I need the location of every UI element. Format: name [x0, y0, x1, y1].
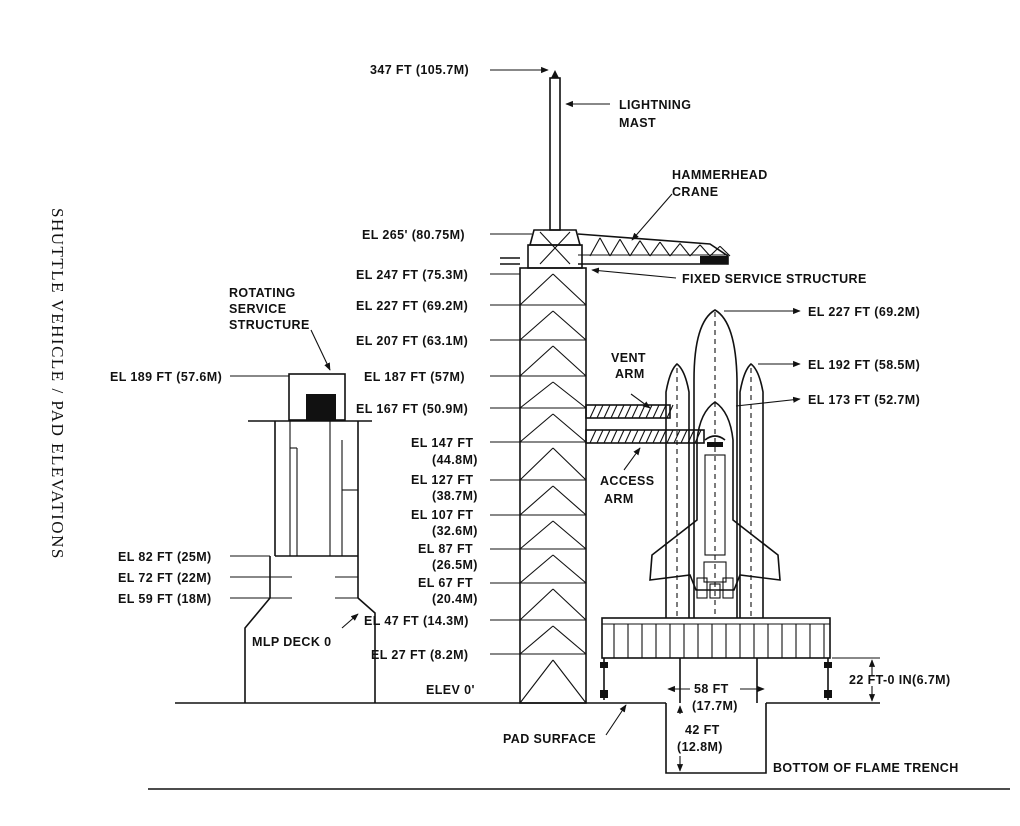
labels: 347 FT (105.7M) LIGHTNING MAST HAMMERHEA… [110, 63, 959, 775]
label-access-1: ACCESS [600, 474, 655, 488]
label-el-147-b: (44.8M) [432, 453, 478, 467]
label-el-189: EL 189 FT (57.6M) [110, 370, 222, 384]
label-el-187: EL 187 FT (57M) [364, 370, 465, 384]
label-fixed-service: FIXED SERVICE STRUCTURE [682, 272, 867, 286]
lightning-mast [527, 70, 583, 269]
label-el-265: EL 265' (80.75M) [362, 228, 465, 242]
access-arm [585, 429, 705, 444]
label-trench-width-2: (17.7M) [692, 699, 738, 713]
label-mast-top: 347 FT (105.7M) [370, 63, 469, 77]
leader-lines [230, 66, 880, 772]
label-el-59: EL 59 FT (18M) [118, 592, 212, 606]
label-vent-2: ARM [615, 367, 645, 381]
label-vent-1: VENT [611, 351, 646, 365]
label-el-27: EL 27 FT (8.2M) [371, 648, 468, 662]
vent-arm [585, 404, 674, 419]
label-el-72: EL 72 FT (22M) [118, 571, 212, 585]
label-vehicle-227: EL 227 FT (69.2M) [808, 305, 920, 319]
label-trench-bottom: BOTTOM OF FLAME TRENCH [773, 761, 959, 775]
label-trench-depth-1: 42 FT [685, 723, 720, 737]
label-trench-depth-2: (12.8M) [677, 740, 723, 754]
label-el-127-a: EL 127 FT [411, 473, 473, 487]
label-el-47: EL 47 FT (14.3M) [364, 614, 469, 628]
label-el-87-a: EL 87 FT [418, 542, 473, 556]
label-lightning-mast-1: LIGHTNING [619, 98, 691, 112]
label-elev-0: ELEV 0' [426, 683, 475, 697]
pad-surface-line [148, 702, 1010, 790]
label-el-247: EL 247 FT (75.3M) [356, 268, 468, 282]
label-trench-width-1: 58 FT [694, 682, 729, 696]
label-access-2: ARM [604, 492, 634, 506]
label-rss-3: STRUCTURE [229, 318, 310, 332]
label-vehicle-192: EL 192 FT (58.5M) [808, 358, 920, 372]
label-el-67-b: (20.4M) [432, 592, 478, 606]
hammerhead-crane [500, 233, 731, 265]
label-mlp-deck: MLP DECK 0 [252, 635, 331, 649]
page-title: SHUTTLE VEHICLE / PAD ELEVATIONS [48, 208, 67, 560]
label-hammerhead-1: HAMMERHEAD [672, 168, 768, 182]
shuttle-vehicle [649, 309, 781, 618]
label-pad-surface: PAD SURFACE [503, 732, 596, 746]
label-rss-2: SERVICE [229, 302, 286, 316]
fixed-service-structure [519, 267, 587, 704]
label-el-87-b: (26.5M) [432, 558, 478, 572]
label-el-107-a: EL 107 FT [411, 508, 473, 522]
label-el-147-a: EL 147 FT [411, 436, 473, 450]
label-hammerhead-2: CRANE [672, 185, 718, 199]
label-el-82: EL 82 FT (25M) [118, 550, 212, 564]
label-el-127-b: (38.7M) [432, 489, 478, 503]
label-el-107-b: (32.6M) [432, 524, 478, 538]
mobile-launcher-platform [600, 617, 832, 703]
label-mlp-height: 22 FT-0 IN(6.7M) [849, 673, 951, 687]
label-el-67-a: EL 67 FT [418, 576, 473, 590]
label-el-227-fss: EL 227 FT (69.2M) [356, 299, 468, 313]
label-el-207: EL 207 FT (63.1M) [356, 334, 468, 348]
label-vehicle-173: EL 173 FT (52.7M) [808, 393, 920, 407]
label-el-167: EL 167 FT (50.9M) [356, 402, 468, 416]
label-rss-1: ROTATING [229, 286, 296, 300]
rotating-service-structure [244, 373, 376, 703]
label-lightning-mast-2: MAST [619, 116, 656, 130]
